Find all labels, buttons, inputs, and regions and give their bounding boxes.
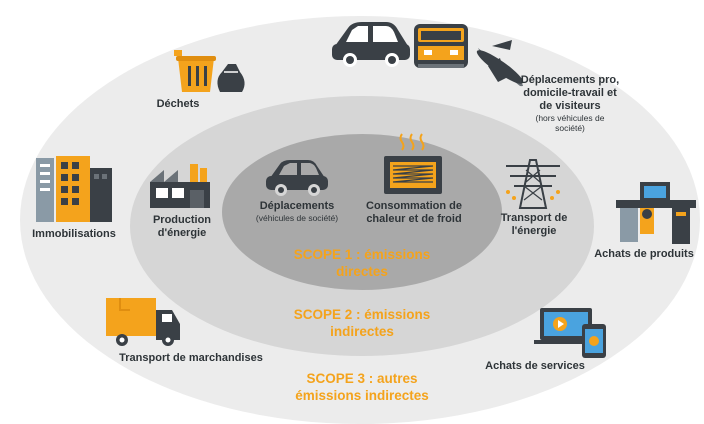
label-achats-produits: Achats de produits	[594, 248, 694, 260]
scope2-title-line2: indirectes	[330, 324, 394, 339]
label-consommation: Consommation de chaleur et de froid	[364, 200, 464, 226]
label-production-line1: Production	[152, 214, 212, 226]
label-transport-energie-line2: l'énergie	[511, 225, 557, 237]
label-transport-energie: Transport de l'énergie	[496, 212, 572, 238]
car-icon	[332, 22, 410, 67]
label-deplacements-pro-line1: Déplacements pro,	[520, 74, 620, 86]
label-deplacements-pro-note1: (hors véhicules de	[535, 113, 605, 123]
train-icon	[414, 24, 468, 68]
label-deplacements-societe: Déplacements (véhicules de société)	[244, 200, 350, 223]
factory-icon	[150, 164, 210, 208]
label-deplacements-pro: Déplacements pro, domicile-travail et de…	[512, 74, 628, 133]
truck-icon	[106, 298, 180, 346]
label-deplacements-line2: (véhicules de société)	[255, 213, 339, 223]
label-deplacements-pro-line3: de visiteurs	[539, 100, 601, 112]
scope3-title-line1: SCOPE 3 : autres	[306, 371, 418, 386]
scope1-title-line2: directes	[336, 264, 388, 279]
scope1-title-line1: SCOPE 1 : émissions	[293, 247, 431, 262]
company-car-icon	[266, 160, 328, 196]
label-consommation-line1: Consommation de	[366, 200, 462, 212]
label-achats-services: Achats de services	[485, 360, 585, 372]
scope2-title: SCOPE 2 : émissions indirectes	[262, 306, 462, 340]
radiator-icon	[384, 133, 442, 194]
label-dechets: Déchets	[156, 98, 200, 110]
scope3-title: SCOPE 3 : autres émissions indirectes	[262, 370, 462, 404]
label-deplacements-line1: Déplacements	[259, 200, 335, 212]
waste-bin-icon	[174, 50, 245, 92]
scope1-title: SCOPE 1 : émissions directes	[262, 246, 462, 280]
label-deplacements-pro-note2: société)	[555, 123, 585, 133]
label-consommation-line2: chaleur et de froid	[366, 213, 462, 225]
label-transport-energie-line1: Transport de	[500, 212, 568, 224]
scope2-title-line1: SCOPE 2 : émissions	[293, 307, 431, 322]
label-immobilisations: Immobilisations	[32, 228, 116, 240]
scope3-title-line2: émissions indirectes	[295, 388, 429, 403]
label-deplacements-pro-line2: domicile-travail et	[523, 87, 617, 99]
power-pylon-icon	[506, 159, 560, 209]
label-production-energie: Production d'énergie	[140, 214, 224, 240]
label-production-line2: d'énergie	[157, 227, 207, 239]
label-transport-marchandises: Transport de marchandises	[119, 352, 263, 364]
buildings-icon	[36, 156, 112, 222]
laptop-services-icon	[534, 308, 606, 358]
plane-icon	[476, 40, 524, 87]
shopping-desk-icon	[616, 182, 696, 244]
